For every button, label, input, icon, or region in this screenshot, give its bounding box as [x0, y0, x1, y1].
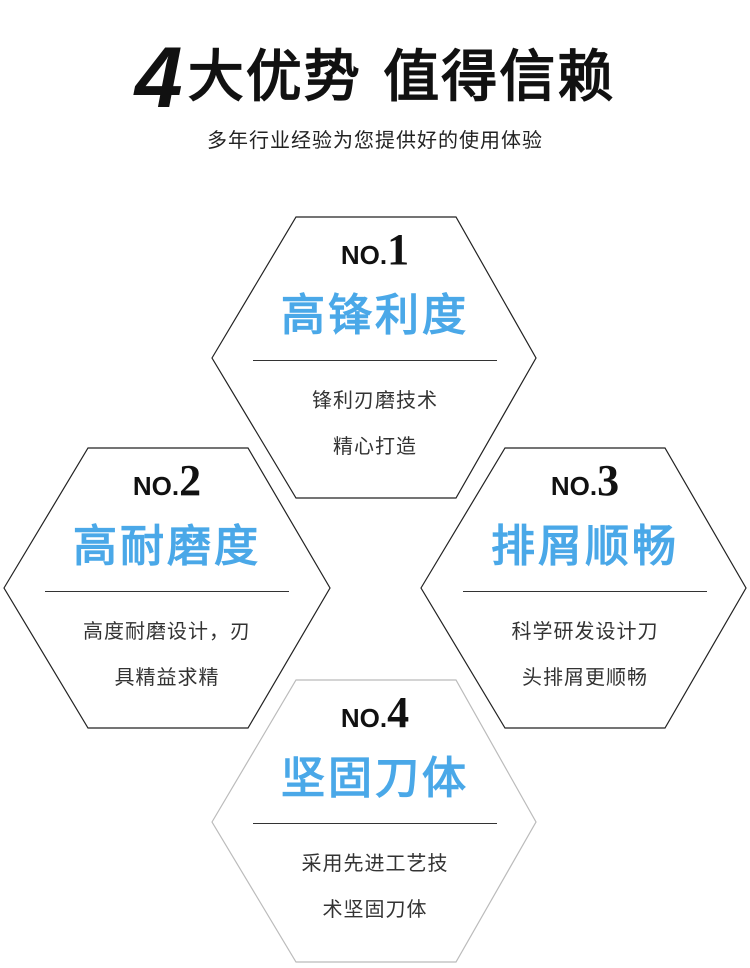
no-number: 1: [387, 225, 410, 274]
hexagon-1: [211, 216, 537, 499]
desc-line-1: 高度耐磨设计，刃: [83, 619, 251, 643]
no-dot: .: [171, 471, 180, 501]
no-dot: .: [589, 471, 598, 501]
hexagon-4: [211, 679, 537, 963]
card-title: 排屑顺畅: [491, 521, 679, 572]
card-number: NO.1: [250, 224, 500, 276]
card-number: NO.2: [42, 455, 292, 507]
desc-line-2: 具精益求精: [114, 665, 220, 689]
subtitle: 多年行业经验为您提供好的使用体验: [207, 128, 543, 152]
card-description: 锋利刃磨技术 精心打造: [250, 377, 500, 469]
headline-title: 大优势 值得信赖: [187, 45, 616, 110]
no-number: 2: [179, 456, 202, 505]
no-dot: .: [379, 240, 388, 270]
no-prefix: NO: [340, 240, 380, 270]
card-title: 高锋利度: [281, 290, 469, 341]
no-dot: .: [379, 703, 388, 733]
card-title: 高耐磨度: [73, 521, 261, 572]
divider: [253, 823, 497, 824]
card-number: NO.3: [460, 455, 710, 507]
divider: [463, 591, 707, 592]
no-prefix: NO: [340, 703, 380, 733]
advantage-card-1: NO.1 高锋利度 锋利刃磨技术 精心打造: [250, 224, 500, 469]
card-description: 高度耐磨设计，刃 具精益求精: [42, 608, 292, 700]
no-number: 3: [597, 456, 620, 505]
no-number: 4: [387, 688, 410, 737]
desc-line-2: 头排屑更顺畅: [522, 665, 648, 689]
card-description: 采用先进工艺技 术坚固刀体: [250, 840, 500, 932]
divider: [253, 360, 497, 361]
desc-line-1: 锋利刃磨技术: [312, 388, 438, 412]
hexagon-3: [420, 447, 747, 729]
advantage-card-3: NO.3 排屑顺畅 科学研发设计刀 头排屑更顺畅: [460, 455, 710, 700]
hexagon-2: [3, 447, 331, 729]
headline: 4 大优势 值得信赖: [0, 28, 750, 128]
card-title: 坚固刀体: [281, 753, 469, 804]
card-number: NO.4: [250, 687, 500, 739]
headline-number: 4: [134, 30, 183, 126]
no-prefix: NO: [550, 471, 590, 501]
desc-line-1: 采用先进工艺技: [301, 851, 449, 875]
desc-line-2: 精心打造: [333, 434, 417, 458]
no-prefix: NO: [132, 471, 172, 501]
advantage-card-4: NO.4 坚固刀体 采用先进工艺技 术坚固刀体: [250, 687, 500, 932]
card-description: 科学研发设计刀 头排屑更顺畅: [460, 608, 710, 700]
advantage-card-2: NO.2 高耐磨度 高度耐磨设计，刃 具精益求精: [42, 455, 292, 700]
divider: [45, 591, 289, 592]
desc-line-2: 术坚固刀体: [322, 897, 428, 921]
desc-line-1: 科学研发设计刀: [511, 619, 659, 643]
